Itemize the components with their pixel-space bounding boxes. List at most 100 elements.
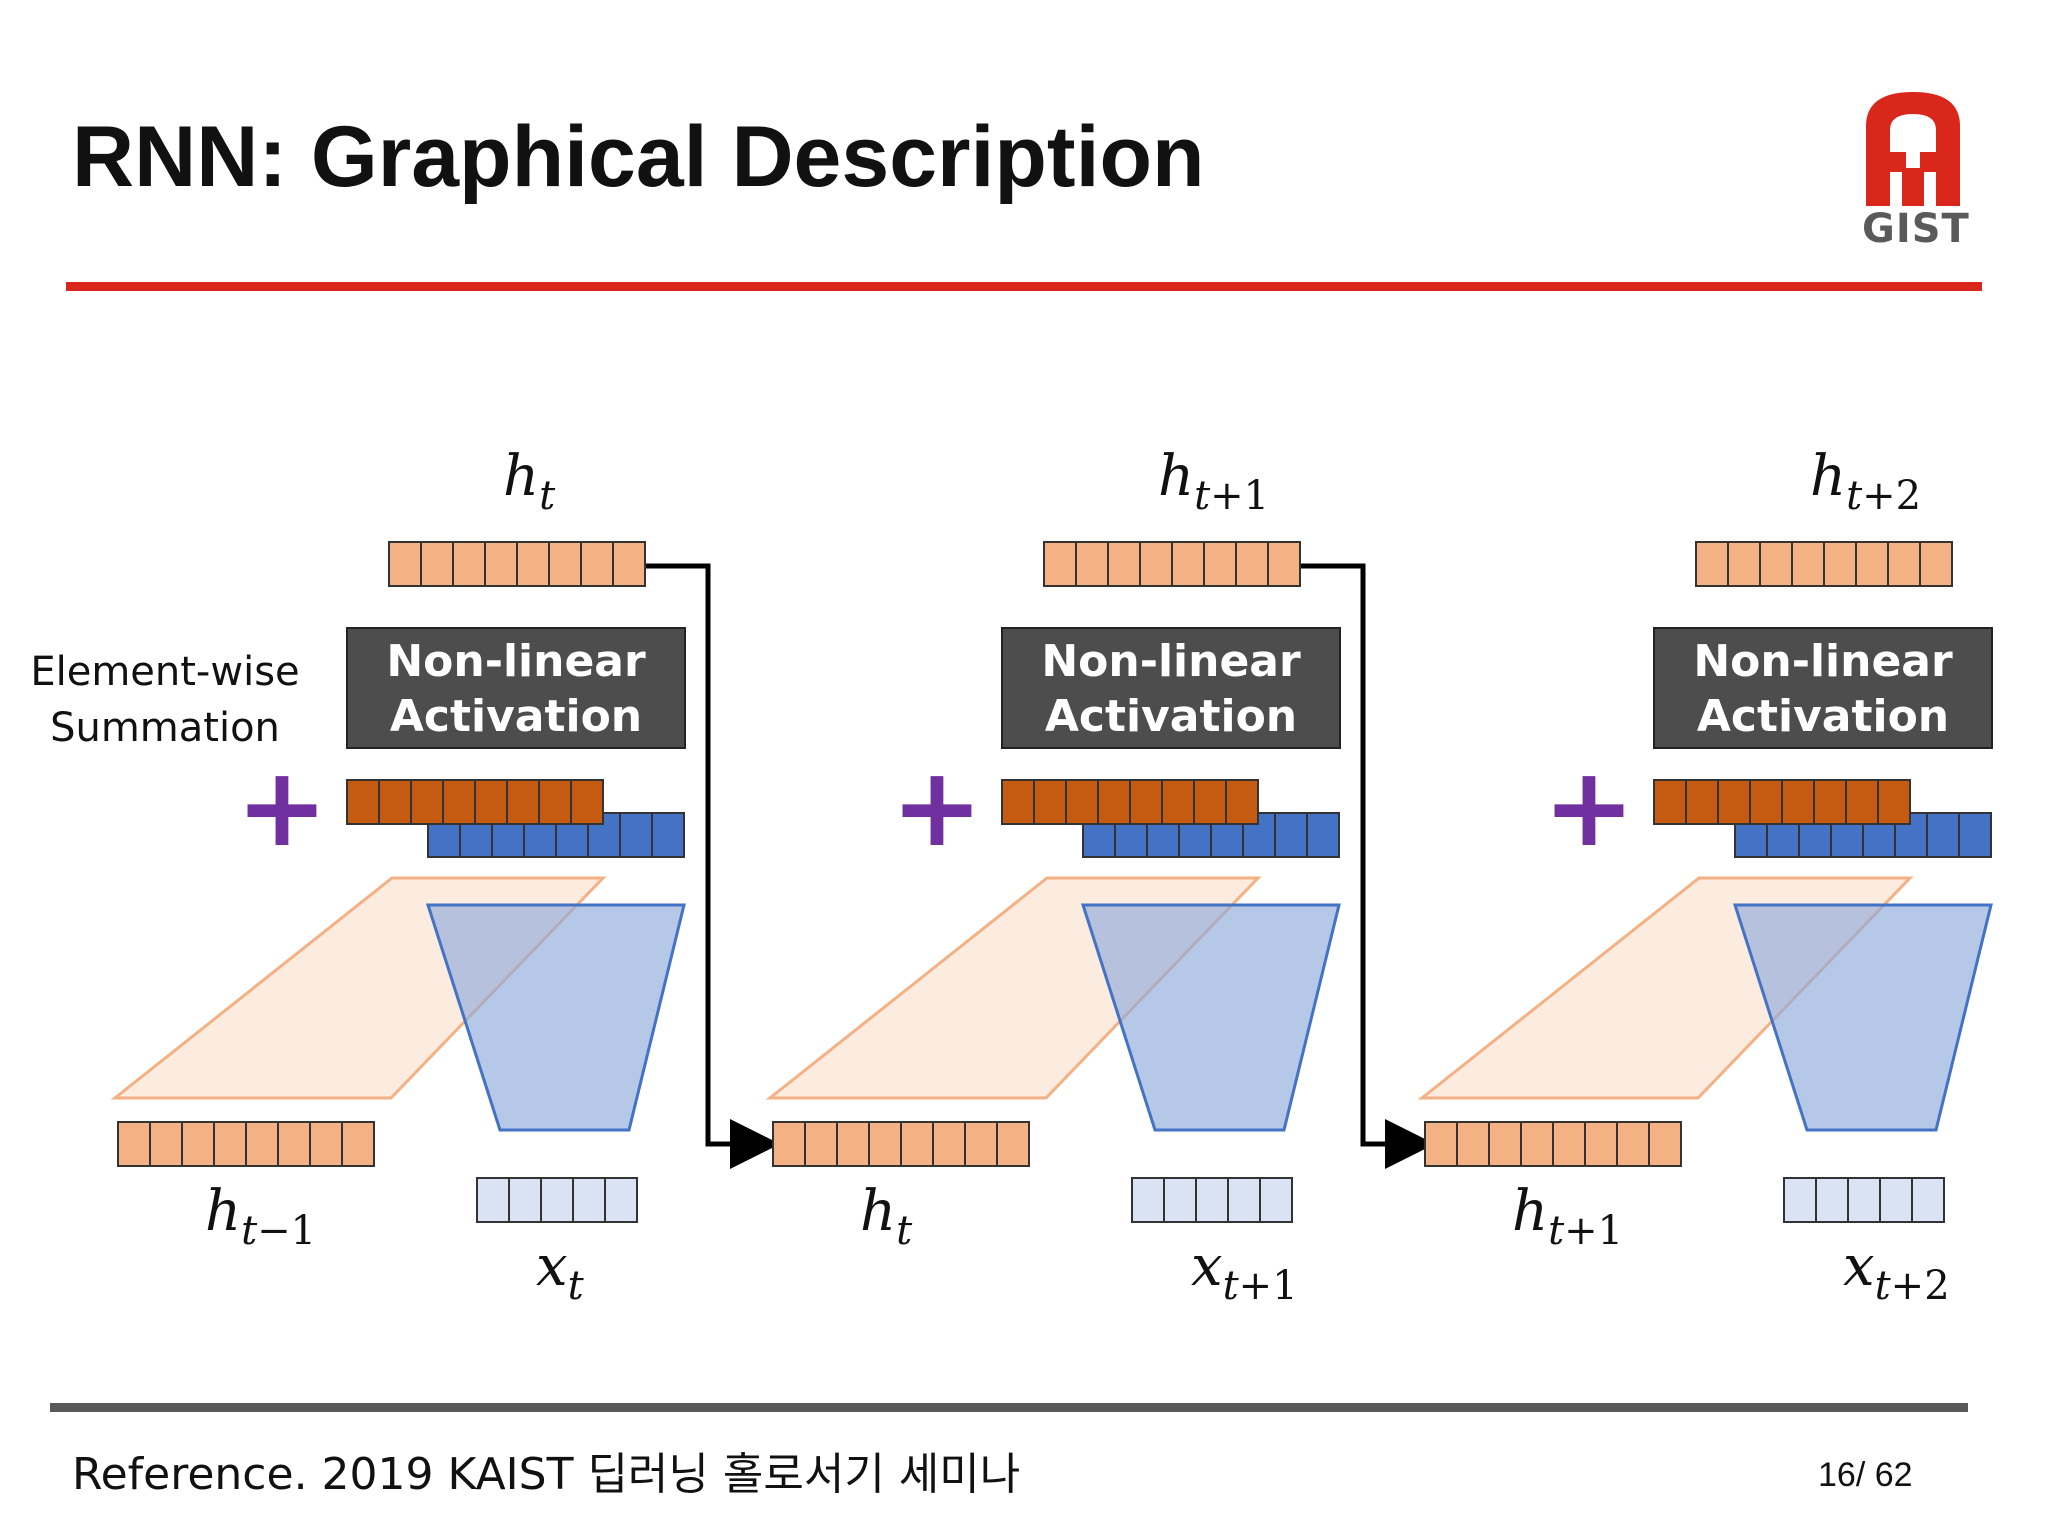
- input-hidden-label: ht: [860, 1179, 913, 1254]
- input-x-vector: [476, 1177, 638, 1223]
- input-x-label: xt: [536, 1234, 585, 1309]
- output-hidden-vector-cell: [484, 541, 518, 587]
- input-x-vector-cell: [1163, 1177, 1197, 1223]
- plus-icon: +: [891, 743, 983, 871]
- output-hidden-vector: [1695, 541, 1953, 587]
- recurrent-projection-vector-cell: [474, 779, 508, 825]
- recurrent-projection-vector: [1001, 779, 1259, 825]
- logo-text: GIST: [1862, 206, 1970, 252]
- input-projection-vector-cell: [1306, 812, 1340, 858]
- input-projection-vector-cell: [1958, 812, 1992, 858]
- input-hidden-vector-cell: [213, 1121, 247, 1167]
- output-hidden-vector-cell: [1107, 541, 1141, 587]
- input-projection-vector-cell: [1926, 812, 1960, 858]
- output-hidden-vector-cell: [612, 541, 646, 587]
- input-weight-transform: [1080, 903, 1341, 1132]
- input-weight-transform: [425, 903, 686, 1132]
- input-hidden-vector-cell: [900, 1121, 934, 1167]
- input-hidden-vector-cell: [1488, 1121, 1522, 1167]
- input-x-vector-cell: [572, 1177, 606, 1223]
- input-hidden-vector-cell: [1552, 1121, 1586, 1167]
- input-hidden-vector-cell: [996, 1121, 1030, 1167]
- recurrent-projection-vector: [1653, 779, 1911, 825]
- input-x-vector: [1783, 1177, 1945, 1223]
- input-x-vector-cell: [1879, 1177, 1913, 1223]
- side-label-line-1: Element-wise: [30, 649, 300, 695]
- input-hidden-label: ht+1: [1512, 1179, 1623, 1254]
- input-x-vector-cell: [1195, 1177, 1229, 1223]
- input-hidden-vector-cell: [309, 1121, 343, 1167]
- input-x-vector-cell: [1227, 1177, 1261, 1223]
- output-hidden-vector-cell: [1267, 541, 1301, 587]
- recurrent-projection-vector-cell: [1065, 779, 1099, 825]
- recurrent-projection-vector-cell: [570, 779, 604, 825]
- output-hidden-vector-cell: [548, 541, 582, 587]
- input-x-vector-cell: [1815, 1177, 1849, 1223]
- recurrent-projection-vector-cell: [1877, 779, 1911, 825]
- recurrent-projection-vector-cell: [1717, 779, 1751, 825]
- input-projection-vector-cell: [1274, 812, 1308, 858]
- input-x-vector-cell: [540, 1177, 574, 1223]
- output-hidden-vector-cell: [1727, 541, 1761, 587]
- plus-icon: +: [1543, 743, 1635, 871]
- recurrent-projection-vector-cell: [1033, 779, 1067, 825]
- recurrent-projection-vector-cell: [538, 779, 572, 825]
- input-x-vector-cell: [1131, 1177, 1165, 1223]
- page-total: 62: [1874, 1456, 1913, 1494]
- recurrent-projection-vector-cell: [1161, 779, 1195, 825]
- activation-label: Non-linear: [1041, 636, 1301, 687]
- input-x-vector-cell: [1259, 1177, 1293, 1223]
- input-hidden-vector-cell: [181, 1121, 215, 1167]
- input-hidden-vector-cell: [932, 1121, 966, 1167]
- output-hidden-vector-cell: [1823, 541, 1857, 587]
- output-hidden-vector-cell: [1919, 541, 1953, 587]
- output-hidden-label: ht+1: [1158, 444, 1269, 519]
- input-hidden-vector-cell: [245, 1121, 279, 1167]
- input-hidden-vector-cell: [341, 1121, 375, 1167]
- input-hidden-label: ht−1: [205, 1179, 316, 1254]
- input-projection-vector-cell: [619, 812, 653, 858]
- output-hidden-vector-cell: [516, 541, 550, 587]
- plus-icon: +: [236, 743, 328, 871]
- output-hidden-vector-cell: [420, 541, 454, 587]
- recurrent-projection-vector-cell: [378, 779, 412, 825]
- input-hidden-vector-cell: [836, 1121, 870, 1167]
- input-hidden-vector-cell: [277, 1121, 311, 1167]
- input-hidden-vector: [1424, 1121, 1682, 1167]
- recurrent-projection-vector-cell: [506, 779, 540, 825]
- reference-text: Reference. 2019 KAIST 딥러닝 홀로서기 세미나: [72, 1449, 1021, 1500]
- input-hidden-vector-cell: [1456, 1121, 1490, 1167]
- recurrent-projection-vector-cell: [1193, 779, 1227, 825]
- output-hidden-label: ht: [503, 444, 556, 519]
- recurrent-projection-vector-cell: [410, 779, 444, 825]
- recurrent-projection-vector-cell: [1749, 779, 1783, 825]
- recurrent-projection-vector-cell: [1781, 779, 1815, 825]
- input-x-vector-cell: [1783, 1177, 1817, 1223]
- output-hidden-vector-cell: [580, 541, 614, 587]
- output-hidden-vector-cell: [388, 541, 422, 587]
- input-x-vector-cell: [1847, 1177, 1881, 1223]
- activation-box: [346, 627, 686, 749]
- input-x-label: xt+1: [1191, 1234, 1298, 1309]
- output-hidden-vector-cell: [1139, 541, 1173, 587]
- input-hidden-vector-cell: [1616, 1121, 1650, 1167]
- input-hidden-vector-cell: [1424, 1121, 1458, 1167]
- recurrent-projection-vector-cell: [346, 779, 380, 825]
- output-hidden-vector-cell: [1791, 541, 1825, 587]
- recurrence-arrow: [645, 563, 780, 1169]
- page-current: 16: [1818, 1456, 1856, 1494]
- output-hidden-vector: [1043, 541, 1301, 587]
- output-hidden-vector-cell: [1043, 541, 1077, 587]
- input-hidden-vector: [117, 1121, 375, 1167]
- gist-logo-icon: [1866, 92, 1960, 206]
- output-hidden-vector-cell: [1075, 541, 1109, 587]
- recurrent-projection-vector: [346, 779, 604, 825]
- output-hidden-vector-cell: [452, 541, 486, 587]
- recurrent-projection-vector-cell: [442, 779, 476, 825]
- output-hidden-vector: [388, 541, 646, 587]
- output-hidden-vector-cell: [1171, 541, 1205, 587]
